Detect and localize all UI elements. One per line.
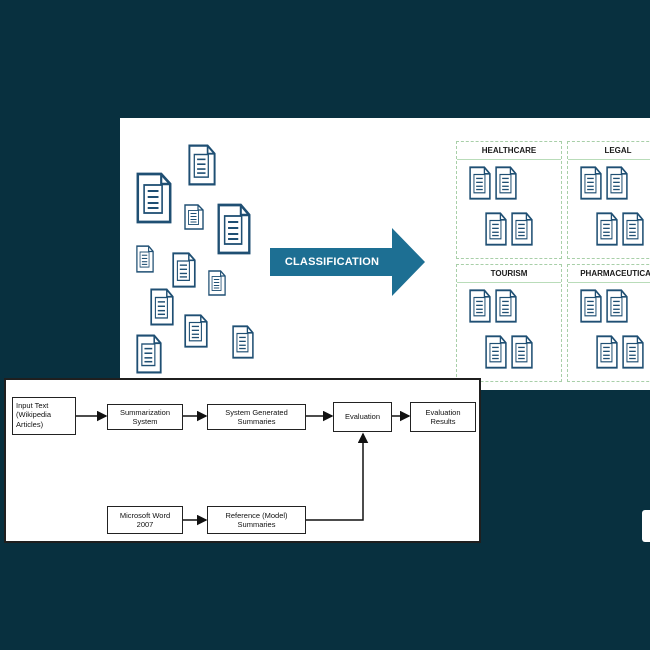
evaluation-box: Evaluation [333,402,392,432]
document-icon [136,172,172,224]
category-pharmaceutical: PHARMACEUTICAL [567,264,650,382]
microsoft-word-box: Microsoft Word 2007 [107,506,183,534]
document-icon [511,335,533,369]
partial-panel-edge [642,510,650,542]
classification-panel: CLASSIFICATION HEALTHCARE LEGAL TOURISM … [120,118,650,390]
document-icon [184,314,208,348]
evaluation-results-box: Evaluation Results [410,402,476,432]
document-icon [217,203,251,255]
document-icon [606,166,628,200]
document-icon [150,288,174,326]
document-icon [622,212,644,246]
category-title: TOURISM [457,265,561,283]
document-icon [184,204,204,230]
document-icon [596,212,618,246]
document-icon [469,166,491,200]
document-icon [495,289,517,323]
document-icon [188,144,216,186]
flowchart-panel: Input Text (Wikipedia Articles) Summariz… [4,378,481,543]
document-icon [136,334,162,374]
classification-label: CLASSIFICATION [284,256,380,268]
arrow-reference-to-evaluation [306,432,369,521]
document-icon [495,166,517,200]
document-icon [580,289,602,323]
document-icon [136,245,154,273]
category-title: PHARMACEUTICAL [568,265,650,283]
classification-arrow [270,228,425,296]
input-text-box: Input Text (Wikipedia Articles) [12,397,76,435]
category-healthcare: HEALTHCARE [456,141,562,259]
summarization-system-box: Summarization System [107,404,183,430]
system-generated-summaries-box: System Generated Summaries [207,404,306,430]
document-icon [622,335,644,369]
document-icon [485,212,507,246]
category-title: LEGAL [568,142,650,160]
document-icon [232,325,254,359]
document-icon [469,289,491,323]
document-icon [580,166,602,200]
document-icon [485,335,507,369]
document-icon [596,335,618,369]
flowchart-connectors [76,410,411,526]
document-icon [511,212,533,246]
reference-summaries-box: Reference (Model) Summaries [207,506,306,534]
category-tourism: TOURISM [456,264,562,382]
document-icon [172,252,196,288]
category-title: HEALTHCARE [457,142,561,160]
category-legal: LEGAL [567,141,650,259]
document-icon [208,270,226,296]
document-icon [606,289,628,323]
